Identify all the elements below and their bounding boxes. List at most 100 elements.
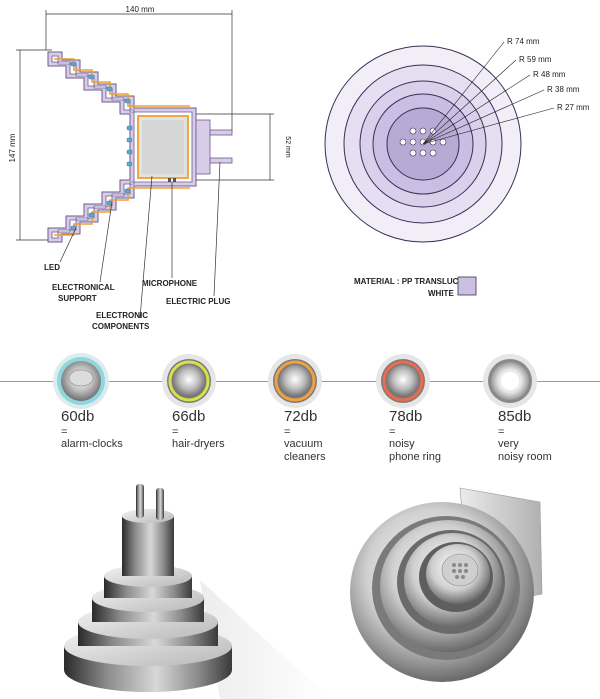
hole [439, 138, 447, 146]
hole [458, 563, 462, 567]
level-eq: = [498, 426, 505, 438]
icon-cup-inner [68, 369, 94, 387]
material-label-line2: WHITE [428, 289, 454, 298]
level-eq: = [172, 426, 179, 438]
plug-dim-label: 52 mm [284, 136, 291, 158]
leader-r48 [422, 74, 531, 145]
level-78db: 78db = noisy phone ring [389, 408, 499, 464]
support-label-line2: SUPPORT [58, 294, 97, 303]
leader-r74 [422, 41, 505, 145]
hole [409, 127, 417, 135]
level-60db: 60db = alarm-clocks [61, 408, 171, 451]
level-value: 78db [389, 408, 423, 425]
level-desc: vacuum [284, 438, 323, 450]
level-icon-72db [268, 354, 322, 408]
led [126, 149, 133, 155]
hole [399, 138, 407, 146]
level-desc: noisy room [498, 451, 552, 463]
radius-leaders [422, 41, 555, 145]
support-leader [99, 201, 113, 283]
led [124, 98, 131, 104]
hole [409, 149, 417, 157]
material-swatch [457, 276, 477, 296]
hole [458, 569, 462, 573]
led [70, 61, 77, 67]
radius-label-r59: R 59 mm [519, 55, 552, 64]
plug-housing [195, 119, 211, 175]
render-side-view [64, 484, 330, 699]
level-85db: 85db = very noisy room [498, 408, 600, 464]
hole [464, 569, 468, 573]
material-label-line1: MATERIAL : PP TRANSLUCENT [354, 277, 475, 286]
microphone-part [173, 178, 176, 182]
leader-r27 [422, 107, 555, 145]
icon-cup [387, 365, 419, 397]
hole [452, 563, 456, 567]
led [88, 74, 95, 80]
plug-cylinder-top [122, 509, 174, 523]
level-icon-85db [483, 354, 537, 408]
hole [455, 575, 459, 579]
icon-cup [173, 365, 205, 397]
level-value: 72db [284, 408, 318, 425]
plug-pin-bottom [209, 157, 233, 164]
leader-r59 [422, 59, 517, 145]
level-value: 66db [172, 408, 206, 425]
led-leader [59, 227, 77, 263]
center-holes-render [452, 563, 468, 579]
components-label-line1: ELECTRONIC [96, 311, 148, 320]
level-icons [53, 353, 537, 409]
led [124, 188, 131, 194]
level-eq: = [389, 426, 396, 438]
radius-label-r74: R 74 mm [507, 37, 540, 46]
hole [409, 138, 417, 146]
pin-right [156, 488, 164, 520]
plug-pin-top [209, 129, 233, 136]
level-icon-78db [376, 354, 430, 408]
level-desc: alarm-clocks [61, 438, 123, 450]
front-view-diagram: R 74 mm R 59 mm R 48 mm R 38 mm R 27 mm … [324, 37, 590, 298]
level-desc: hair-dryers [172, 438, 225, 450]
microphone-label: MICROPHONE [142, 279, 198, 288]
render-shadow [200, 580, 330, 699]
icon-cup [279, 365, 311, 397]
icon-glow [274, 360, 316, 402]
level-72db: 72db = vacuum cleaners [284, 408, 394, 464]
microphone-part [168, 178, 171, 182]
components-label-line2: COMPONENTS [92, 322, 150, 331]
led [106, 200, 113, 206]
level-desc: noisy [389, 438, 415, 450]
hole [419, 149, 427, 157]
led-label: LED [44, 263, 60, 272]
level-value: 85db [498, 408, 532, 425]
plug-leader [213, 161, 221, 297]
radius-label-r48: R 48 mm [533, 70, 566, 79]
hole [461, 575, 465, 579]
level-66db: 66db = hair-dryers [172, 408, 282, 451]
level-eq: = [284, 426, 291, 438]
led [126, 125, 133, 131]
radius-label-r38: R 38 mm [547, 85, 580, 94]
led [126, 161, 133, 167]
height-dim-label: 147 mm [8, 133, 17, 162]
support-label-line1: ELECTRONICAL [52, 283, 115, 292]
hole [452, 569, 456, 573]
level-desc: phone ring [389, 451, 441, 463]
led-group [70, 61, 133, 231]
led [126, 137, 133, 143]
hole [429, 149, 437, 157]
plug-cylinder [122, 516, 174, 576]
icon-glow [168, 360, 210, 402]
width-dim-label: 140 mm [126, 5, 155, 14]
radius-label-r27: R 27 mm [557, 103, 590, 112]
electronic-components-inner [142, 120, 184, 174]
icon-glow [382, 360, 424, 402]
leader-r38 [422, 89, 545, 145]
pin-left [136, 484, 144, 518]
icon-core [501, 372, 519, 390]
cross-section-diagram: 140 mm 147 mm 52 mm LED [8, 5, 291, 331]
level-desc: cleaners [284, 451, 326, 463]
plug-label: ELECTRIC PLUG [166, 297, 230, 306]
hole [419, 127, 427, 135]
render-front-view [350, 487, 543, 682]
